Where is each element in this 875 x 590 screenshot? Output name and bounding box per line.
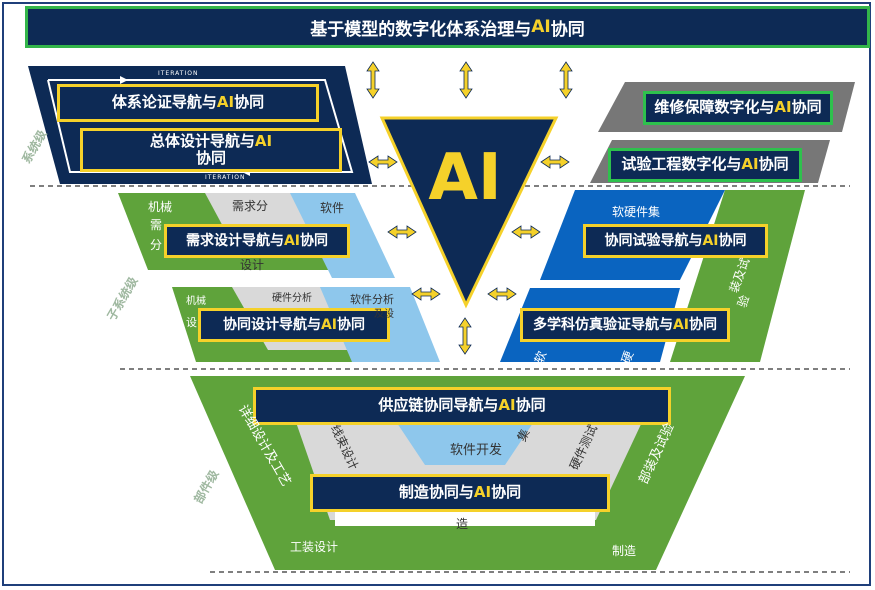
label-gongzhuang: 工装设计 [290, 540, 339, 554]
label-ruanjian: 软件 [320, 201, 345, 215]
label-jixie: 机械 [148, 200, 173, 214]
iteration-label-bottom: ITERATION [205, 174, 246, 181]
iteration-loop [47, 79, 354, 173]
label-xu: 需 [150, 218, 163, 232]
label-sheji: 设计 [240, 258, 265, 272]
ai-triangle [379, 116, 559, 309]
label-she: 设 [186, 316, 197, 329]
component-inner-white [335, 512, 595, 526]
label-ruanjiankaifa: 软件开发 [450, 443, 503, 458]
label-zao: 造 [456, 517, 469, 531]
iteration-label-top: ITERATION [158, 70, 199, 77]
label-jishe: 及设 [374, 309, 394, 320]
arrows [366, 61, 573, 355]
label-zhizao: 制造 [612, 544, 637, 558]
label-yingjianfenxi: 硬件分析 [272, 293, 312, 304]
label-ruanyingjian: 软硬件集 [612, 205, 661, 219]
label-fen: 分 [150, 238, 163, 252]
ai-center-label: AI [428, 141, 502, 215]
label-jixie2: 机械 [186, 296, 206, 307]
label-xuqiufen: 需求分 [232, 199, 269, 213]
label-ruanjianfenxi: 软件分析 [350, 293, 394, 306]
